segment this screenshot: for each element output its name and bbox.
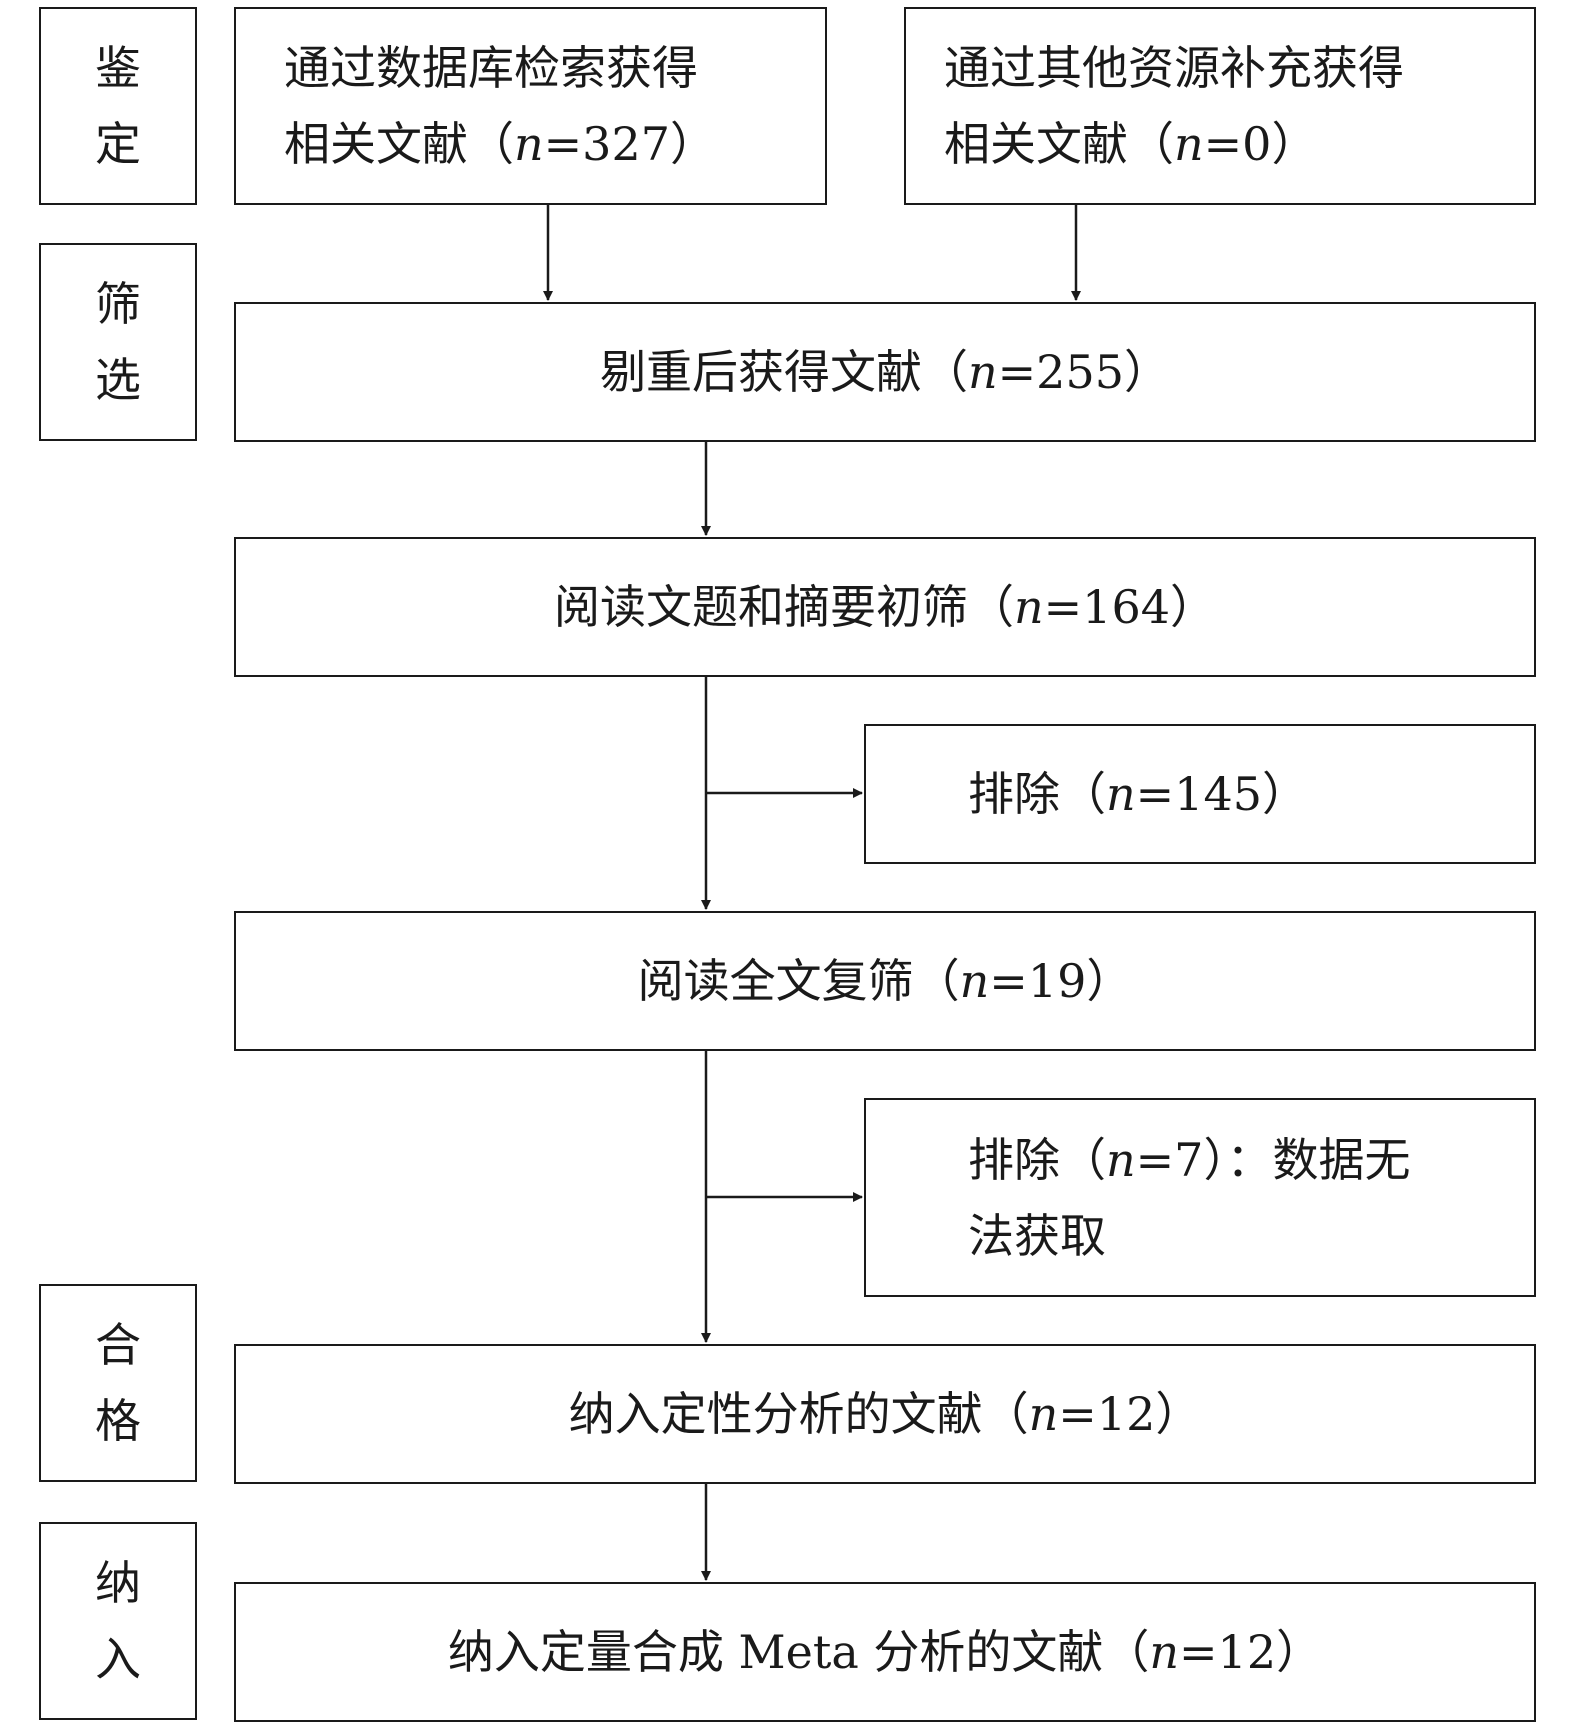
- node-excluded-7: 排除（n=7）：数据无 法获取: [864, 1098, 1536, 1297]
- stage-char: 筛: [95, 277, 141, 331]
- node-count: =0）: [1203, 117, 1318, 171]
- node-count: =327）: [543, 117, 716, 171]
- n-variable: n: [1014, 580, 1044, 634]
- node-line: 相关文献（: [944, 117, 1174, 171]
- n-variable: n: [1149, 1625, 1180, 1679]
- stage-char: 合: [95, 1318, 141, 1372]
- node-count: =255）: [997, 345, 1170, 399]
- node-excluded-145: 排除（n=145）: [864, 724, 1536, 864]
- node-count: =164）: [1043, 580, 1216, 634]
- n-variable: n: [1106, 767, 1136, 821]
- stage-char: 格: [95, 1394, 141, 1448]
- node-text: 纳入定量合成 Meta 分析的文献（: [447, 1625, 1150, 1679]
- node-line: 通过其他资源补充获得: [944, 41, 1404, 95]
- node-text: 排除（: [968, 1132, 1106, 1187]
- node-qualitative: 纳入定性分析的文献（n=12）: [234, 1344, 1536, 1484]
- n-variable: n: [514, 117, 544, 171]
- n-variable: n: [1174, 117, 1204, 171]
- node-text: 排除（: [968, 767, 1106, 821]
- node-count: =145）: [1135, 767, 1308, 821]
- stage-screening: 筛 选: [39, 243, 197, 441]
- node-text: 剔重后获得文献（: [600, 345, 968, 399]
- n-variable: n: [1106, 1132, 1136, 1187]
- n-variable: n: [968, 345, 998, 399]
- stage-char: 纳: [95, 1556, 141, 1610]
- node-text: 阅读文题和摘要初筛（: [554, 580, 1014, 634]
- node-title-abstract-screen: 阅读文题和摘要初筛（n=164）: [234, 537, 1536, 677]
- node-database-records: 通过数据库检索获得 相关文献（n=327）: [234, 7, 827, 205]
- stage-identification: 鉴 定: [39, 7, 197, 205]
- node-fulltext-screen: 阅读全文复筛（n=19）: [234, 911, 1536, 1051]
- stage-included: 纳 入: [39, 1522, 197, 1720]
- node-other-sources: 通过其他资源补充获得 相关文献（n=0）: [904, 7, 1536, 205]
- node-count: =12）: [1179, 1625, 1323, 1679]
- node-line: 通过数据库检索获得: [284, 41, 698, 95]
- stage-char: 入: [95, 1632, 141, 1686]
- stage-char: 选: [95, 353, 141, 407]
- n-variable: n: [1028, 1387, 1059, 1441]
- node-text: 纳入定性分析的文献（: [568, 1387, 1029, 1441]
- node-text: 阅读全文复筛（: [637, 954, 960, 1008]
- node-count: =12）: [1058, 1387, 1202, 1441]
- stage-eligibility: 合 格: [39, 1284, 197, 1482]
- node-after-dedup: 剔重后获得文献（n=255）: [234, 302, 1536, 442]
- node-line: 法获取: [968, 1208, 1106, 1263]
- n-variable: n: [959, 954, 990, 1008]
- node-count: =7）：数据无: [1135, 1132, 1411, 1187]
- stage-char: 定: [95, 117, 141, 171]
- node-meta-analysis: 纳入定量合成 Meta 分析的文献（n=12）: [234, 1582, 1536, 1722]
- node-count: =19）: [989, 954, 1133, 1008]
- stage-char: 鉴: [95, 41, 141, 95]
- node-line: 相关文献（: [284, 117, 514, 171]
